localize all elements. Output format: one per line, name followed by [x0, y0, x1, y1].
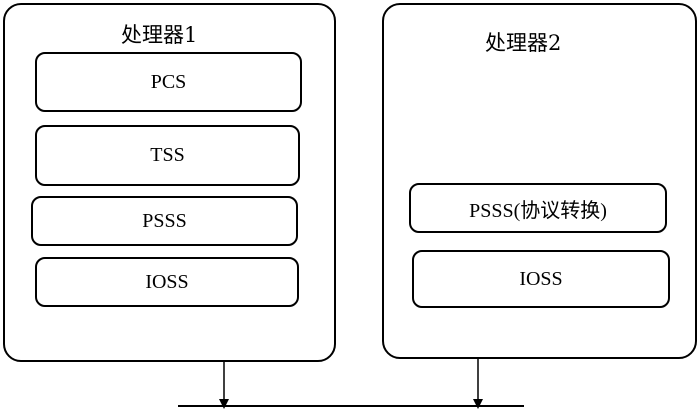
processor2-title: 处理器2 — [485, 31, 562, 55]
processor2-layer-psss: PSSS(协议转换) — [409, 183, 667, 233]
processor2-layer-ioss: IOSS — [412, 250, 670, 308]
processor1-layer-psss: PSSS — [31, 196, 298, 246]
processor1-title: 处理器1 — [121, 23, 198, 47]
processor1-layer-ioss: IOSS — [35, 257, 299, 307]
processor1-layer-pcs: PCS — [35, 52, 302, 112]
processor1-box: 处理器1 PCS TSS PSSS IOSS — [3, 3, 336, 362]
processor2-box: 处理器2 PSSS(协议转换) IOSS — [382, 3, 697, 359]
processor1-layer-tss: TSS — [35, 125, 300, 186]
